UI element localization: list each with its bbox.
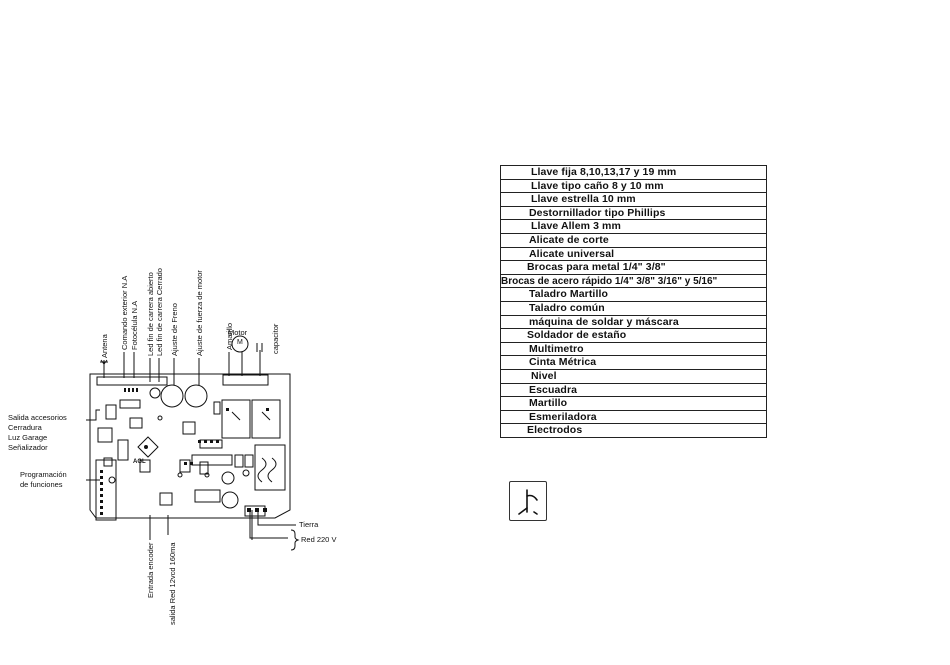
tool-row: Destornillador tipo Phillips [501, 207, 766, 221]
label-motor: Motor [228, 328, 248, 337]
tool-row-label: Alicate de corte [529, 233, 609, 246]
thermometer-tool-icon [509, 481, 547, 521]
label-comando-exterior: Comando exterior N.A [120, 275, 129, 350]
motor-symbol [231, 335, 249, 353]
tool-row: máquina de soldar y máscara [501, 316, 766, 330]
tool-row: Llave Allem 3 mm [501, 220, 766, 234]
tool-row-label: Nivel [531, 369, 557, 382]
label-programacion: Programación [20, 470, 67, 479]
tool-row: Brocas de acero rápido 1/4" 3/8" 3/16" y… [501, 275, 766, 289]
tool-row: Soldador de estaño [501, 329, 766, 343]
label-ajuste-freno: Ajuste de Freno [170, 303, 179, 356]
tool-row-label: Llave estrella 10 mm [531, 193, 636, 206]
label-luz-garage: Luz Garage [8, 433, 48, 442]
label-red-220: Red 220 V [301, 535, 337, 544]
tool-row: Brocas para metal 1/4" 3/8" [501, 261, 766, 275]
board-brand-label: AGL [133, 459, 146, 465]
tool-row-label: Taladro común [529, 301, 605, 314]
motor-symbol-letter: M [237, 339, 243, 346]
tool-row-label: Multimetro [529, 342, 584, 355]
tool-row: Taladro común [501, 302, 766, 316]
tool-row: Alicate universal [501, 248, 766, 262]
tool-row-label: Destornillador tipo Phillips [529, 206, 666, 219]
label-led-abierto: Led fin de carrera abierto [146, 272, 155, 356]
wiring-diagram: Antena Comando exterior N.A Fotocélula N… [8, 268, 337, 625]
tool-row: Electrodos [501, 424, 766, 437]
label-salida-accesorios: Salida accesorios [8, 413, 67, 422]
tool-row: Nivel [501, 370, 766, 384]
label-fotocelula: Fotocélula N.A [130, 300, 139, 350]
tool-row-label: Brocas para metal 1/4" 3/8" [527, 261, 666, 274]
tool-row-label: Taladro Martillo [529, 288, 608, 301]
tool-row-label: Cinta Métrica [529, 356, 597, 369]
label-ajuste-fuerza: Ajuste de fuerza de motor [195, 270, 204, 356]
label-cerradura: Cerradura [8, 423, 42, 432]
tool-row-label: máquina de soldar y máscara [529, 315, 679, 328]
label-entrada-encoder: Entrada encoder [146, 542, 155, 598]
tool-row-label: Escuadra [529, 383, 578, 396]
tool-row: Llave estrella 10 mm [501, 193, 766, 207]
board-outline [89, 373, 291, 519]
label-tierra: Tierra [299, 520, 319, 529]
tool-row: Cinta Métrica [501, 356, 766, 370]
thermometer-tool-icon-graphic [518, 489, 538, 515]
tool-row-label: Electrodos [527, 424, 583, 437]
label-salida-red: salida Red 12vcd 160ma [168, 542, 177, 625]
tool-row: Alicate de corte [501, 234, 766, 248]
tool-row-label: Alicate universal [529, 247, 615, 260]
tool-row-label: Llave fija 8,10,13,17 y 19 mm [531, 166, 677, 178]
tool-row: Martillo [501, 397, 766, 411]
circuit-board-drawing [86, 335, 300, 551]
label-senalizador: Señalizador [8, 443, 48, 452]
tool-row-label: Llave tipo caño 8 y 10 mm [531, 179, 664, 192]
tool-row-label: Esmeriladora [529, 410, 597, 423]
tool-row: Multimetro [501, 343, 766, 357]
tool-row: Llave fija 8,10,13,17 y 19 mm [501, 166, 766, 180]
tool-row-label: Soldador de estaño [527, 329, 627, 342]
tool-row-label: Llave Allem 3 mm [531, 220, 621, 233]
tool-row-label: Martillo [529, 397, 568, 410]
tool-row: Taladro Martillo [501, 288, 766, 302]
label-antena: Antena [100, 334, 109, 358]
label-de-funciones: de funciones [20, 480, 63, 489]
tool-row-label: Brocas de acero rápido 1/4" 3/8" 3/16" y… [501, 275, 718, 287]
tool-row: Esmeriladora [501, 411, 766, 425]
label-led-cerrado: Led fin de carrera Cerrado [155, 268, 164, 356]
label-capacitor: capacitor [271, 323, 280, 354]
tool-row: Escuadra [501, 384, 766, 398]
tool-row: Llave tipo caño 8 y 10 mm [501, 180, 766, 194]
